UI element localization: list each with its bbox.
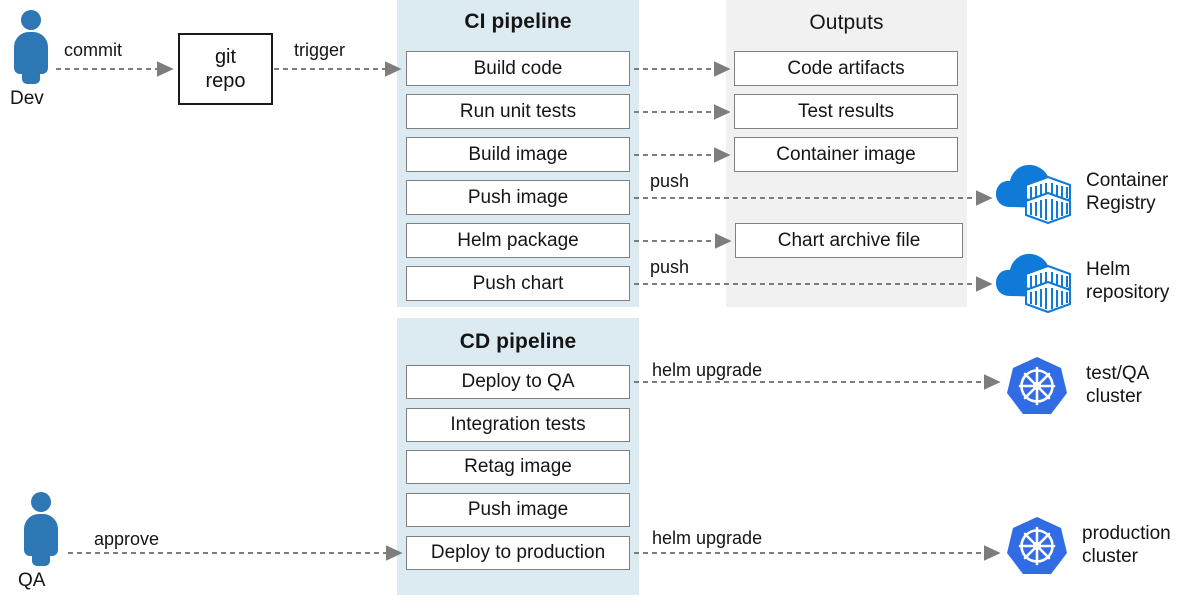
kubernetes-icon	[1004, 355, 1070, 421]
cd-step-label: Push image	[467, 499, 569, 520]
ci-step-label: Build image	[468, 143, 568, 165]
edge-label-push-image: push	[650, 171, 690, 191]
edge-label-commit: commit	[64, 40, 122, 60]
azure-container-registry-icon	[996, 161, 1074, 227]
ci-pipeline-title: CI pipeline	[464, 10, 572, 33]
ci-step-run-unit-tests[interactable]: Run unit tests	[406, 94, 630, 129]
container-registry-label: Container Registry	[1086, 170, 1168, 216]
container-registry-line1: Container	[1086, 170, 1169, 191]
cd-step-label: Retag image	[464, 456, 572, 477]
output-code-artifacts[interactable]: Code artifacts	[734, 51, 958, 86]
azure-container-registry-icon	[996, 250, 1074, 316]
cd-step-retag-image[interactable]: Retag image	[406, 450, 630, 484]
git-repo-line1: git	[214, 45, 237, 68]
cd-step-label: Integration tests	[450, 414, 586, 435]
helm-repository-label: Helm repository	[1086, 259, 1169, 305]
output-label: Code artifacts	[787, 57, 905, 79]
person-head	[21, 10, 41, 30]
output-label: Chart archive file	[777, 229, 921, 251]
qa-person-icon	[22, 492, 60, 568]
test-qa-cluster-label: test/QA cluster	[1086, 363, 1149, 409]
ci-step-label: Helm package	[457, 229, 579, 251]
production-cluster-line2: cluster	[1082, 545, 1138, 567]
helm-repository-line2: repository	[1086, 281, 1170, 303]
person-legs	[32, 544, 50, 566]
git-repo-line2: repo	[205, 70, 246, 92]
edge-label-push-chart: push	[650, 257, 690, 277]
cd-step-label: Deploy to production	[430, 542, 606, 563]
ci-step-build-code[interactable]: Build code	[406, 51, 630, 86]
output-label: Test results	[797, 100, 895, 122]
ci-step-label: Push chart	[472, 272, 564, 294]
person-head	[31, 492, 51, 512]
kubernetes-icon	[1004, 515, 1070, 581]
ci-step-label: Push image	[467, 186, 569, 208]
edge-label-approve: approve	[94, 529, 160, 549]
test-qa-cluster-line2: cluster	[1086, 385, 1142, 407]
git-repo-node[interactable]: git repo	[178, 33, 273, 105]
production-cluster-label: production cluster	[1082, 523, 1171, 569]
edge-label-trigger: trigger	[294, 40, 346, 60]
cd-step-push-image[interactable]: Push image	[406, 493, 630, 527]
output-test-results[interactable]: Test results	[734, 94, 958, 129]
ci-step-push-chart[interactable]: Push chart	[406, 266, 630, 301]
ci-step-helm-package[interactable]: Helm package	[406, 223, 630, 258]
cd-pipeline-title: CD pipeline	[459, 330, 577, 353]
dev-person-icon	[12, 10, 50, 86]
cd-step-integration-tests[interactable]: Integration tests	[406, 408, 630, 442]
ci-step-push-image[interactable]: Push image	[406, 180, 630, 215]
helm-repository-line1: Helm	[1086, 259, 1131, 280]
outputs-title: Outputs	[809, 11, 884, 34]
container-registry-line2: Registry	[1086, 192, 1156, 214]
ci-step-label: Build code	[473, 57, 563, 79]
ci-step-build-image[interactable]: Build image	[406, 137, 630, 172]
output-label: Container image	[776, 143, 916, 165]
edge-label-helm-upgrade-prod: helm upgrade	[652, 528, 763, 548]
cd-step-deploy-to-qa[interactable]: Deploy to QA	[406, 365, 630, 399]
output-container-image[interactable]: Container image	[734, 137, 958, 172]
ci-step-label: Run unit tests	[459, 100, 577, 122]
production-cluster-line1: production	[1082, 523, 1171, 544]
qa-label: QA	[18, 570, 46, 591]
edge-label-helm-upgrade-qa: helm upgrade	[652, 360, 763, 380]
test-qa-cluster-line1: test/QA	[1086, 363, 1150, 384]
cd-step-deploy-to-production[interactable]: Deploy to production	[406, 536, 630, 570]
cd-step-label: Deploy to QA	[461, 371, 575, 392]
dev-label: Dev	[10, 88, 44, 109]
person-legs	[22, 62, 40, 84]
output-chart-archive-file[interactable]: Chart archive file	[735, 223, 963, 258]
